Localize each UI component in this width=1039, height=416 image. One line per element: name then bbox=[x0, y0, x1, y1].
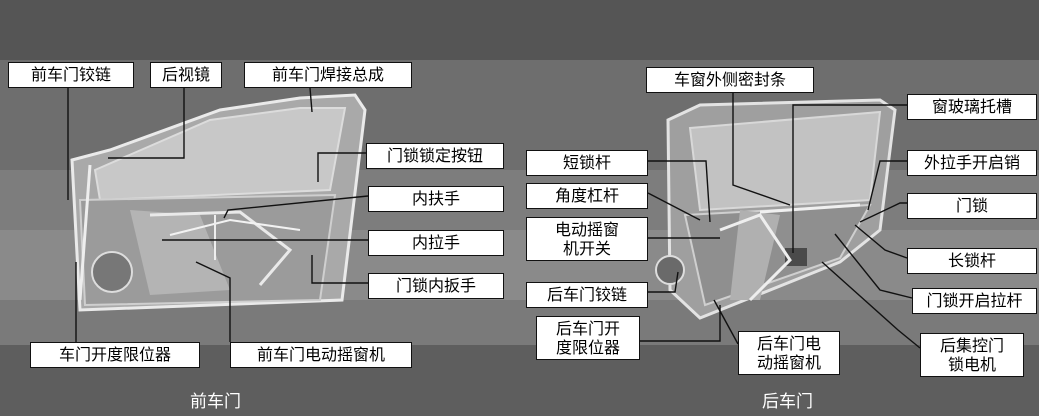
label-window-switch: 电动摇窗机开关 bbox=[526, 217, 648, 261]
front-door-drawing bbox=[70, 93, 367, 312]
label-rear-view-mirror: 后视镜 bbox=[150, 62, 222, 88]
leader-lines bbox=[67, 87, 921, 349]
label-inner-armrest: 内扶手 bbox=[368, 186, 504, 212]
label-door-lock-button: 门锁锁定按钮 bbox=[366, 143, 504, 169]
label-short-lock-rod: 短锁杆 bbox=[526, 150, 648, 176]
label-rear-door-window-motor: 后车门电动摇窗机 bbox=[738, 331, 840, 375]
label-rear-door-hinge: 后车门铰链 bbox=[526, 282, 648, 308]
label-front-door-weld-assembly: 前车门焊接总成 bbox=[244, 62, 412, 88]
label-long-lock-rod: 长锁杆 bbox=[907, 248, 1037, 274]
label-front-door-hinge: 前车门铰链 bbox=[8, 62, 134, 88]
label-front-door-window-motor: 前车门电动摇窗机 bbox=[230, 342, 412, 368]
label-outer-handle-pin: 外拉手开启销 bbox=[907, 150, 1037, 176]
label-glass-tray: 窗玻璃托槽 bbox=[907, 94, 1037, 120]
caption-front-door: 前车门 bbox=[190, 392, 241, 412]
label-door-opening-limiter: 车门开度限位器 bbox=[30, 342, 200, 368]
label-window-outer-seal: 车窗外侧密封条 bbox=[646, 67, 814, 93]
caption-rear-door: 后车门 bbox=[762, 392, 813, 412]
label-inner-lock-lever: 门锁内扳手 bbox=[368, 273, 504, 299]
label-central-lock-motor: 后集控门锁电机 bbox=[920, 333, 1024, 377]
label-inner-pull-handle: 内拉手 bbox=[368, 230, 504, 256]
label-lock-release-rod: 门锁开启拉杆 bbox=[912, 288, 1037, 314]
label-angle-lever: 角度杠杆 bbox=[526, 183, 648, 209]
label-door-lock: 门锁 bbox=[907, 193, 1037, 219]
label-rear-door-limiter: 后车门开度限位器 bbox=[536, 316, 640, 360]
